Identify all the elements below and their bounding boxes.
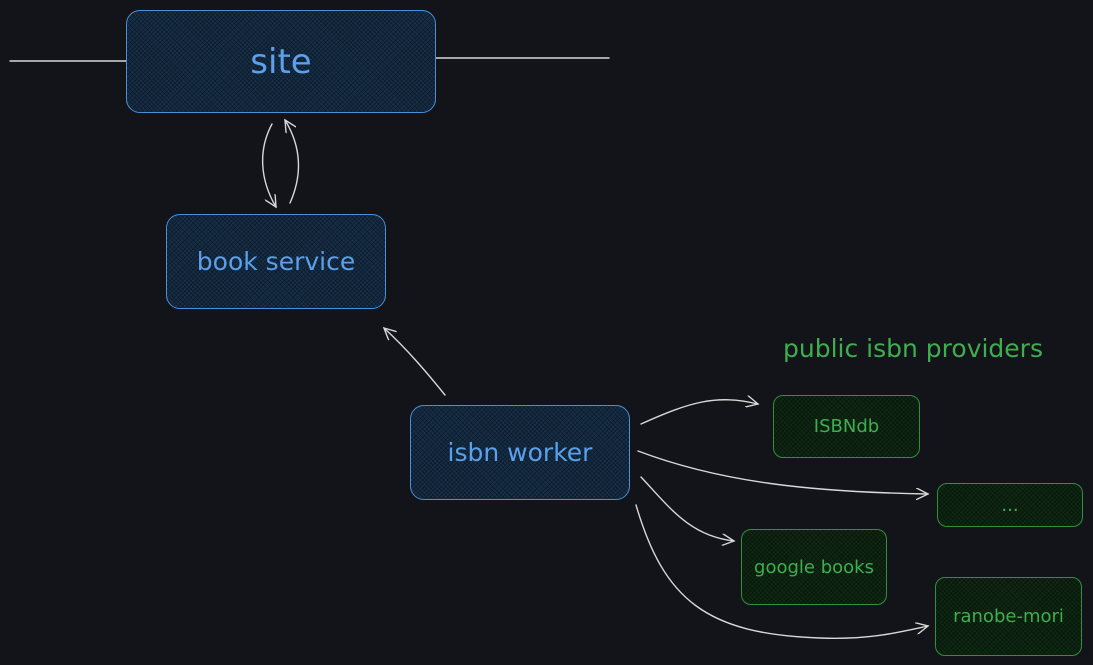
arrow-isbn-worker-to-book-service: [384, 328, 446, 396]
ranobe-mori-node-label: ranobe-mori: [953, 606, 1064, 627]
arrow-site-to-book-service: [262, 123, 276, 207]
isbndb-node[interactable]: ISBNdb: [773, 395, 920, 458]
providers-group-label: public isbn providers: [783, 334, 1043, 363]
site-node[interactable]: site: [126, 10, 436, 113]
ranobe-mori-node[interactable]: ranobe-mori: [935, 577, 1082, 656]
isbn-worker-node[interactable]: isbn worker: [410, 405, 630, 500]
arrow-isbn-worker-to-google-books: [640, 476, 734, 541]
book-service-node[interactable]: book service: [166, 214, 386, 309]
arrow-isbn-worker-to-ranobe-mori: [635, 504, 928, 640]
arrow-isbn-worker-to-more: [637, 450, 928, 494]
book-service-node-label: book service: [196, 247, 356, 276]
arrow-book-service-to-site: [285, 120, 300, 204]
site-node-label: site: [250, 41, 312, 82]
google-books-node[interactable]: google books: [741, 529, 887, 605]
isbn-worker-node-label: isbn worker: [447, 438, 593, 467]
google-books-node-label: google books: [754, 556, 874, 578]
more-providers-node-label: ...: [1001, 494, 1019, 516]
arrow-isbn-worker-to-isbndb: [640, 400, 758, 425]
isbndb-node-label: ISBNdb: [813, 416, 880, 437]
more-providers-node[interactable]: ...: [937, 483, 1083, 527]
